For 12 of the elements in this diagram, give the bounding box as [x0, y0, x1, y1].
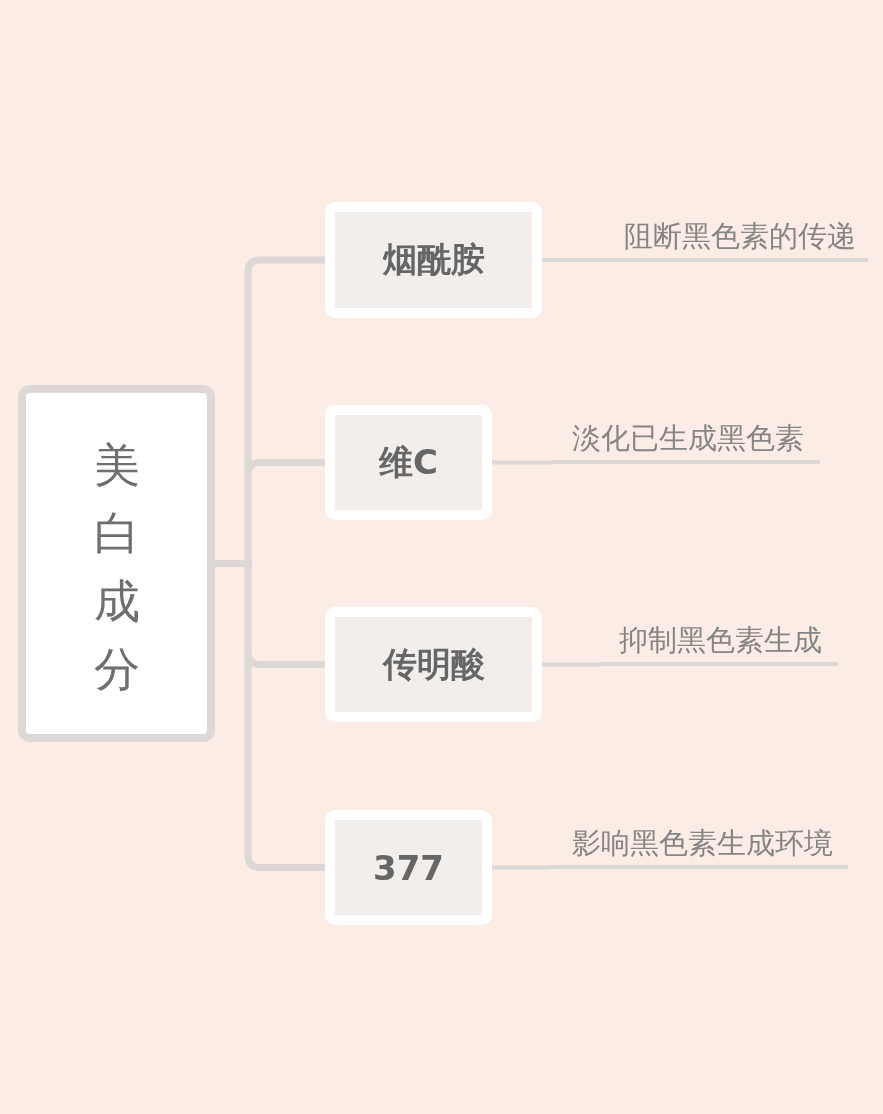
topic-box: 美白成分	[18, 385, 215, 742]
subtopic-box: 377	[325, 810, 492, 925]
connector-line	[492, 865, 550, 870]
connector-line	[492, 460, 552, 465]
underlined-label: 淡化已生成黑色素	[552, 416, 820, 464]
underlined-label: 抑制黑色素生成	[600, 618, 838, 666]
underlined-label: 阻断黑色素的传递	[600, 214, 868, 262]
subtopic-box: 维C	[325, 405, 492, 520]
subtopic-box: 传明酸	[325, 607, 542, 722]
underlined-label: 影响黑色素生成环境	[550, 821, 848, 869]
connector-line	[542, 662, 600, 667]
subtopic-box: 烟酰胺	[325, 202, 542, 318]
